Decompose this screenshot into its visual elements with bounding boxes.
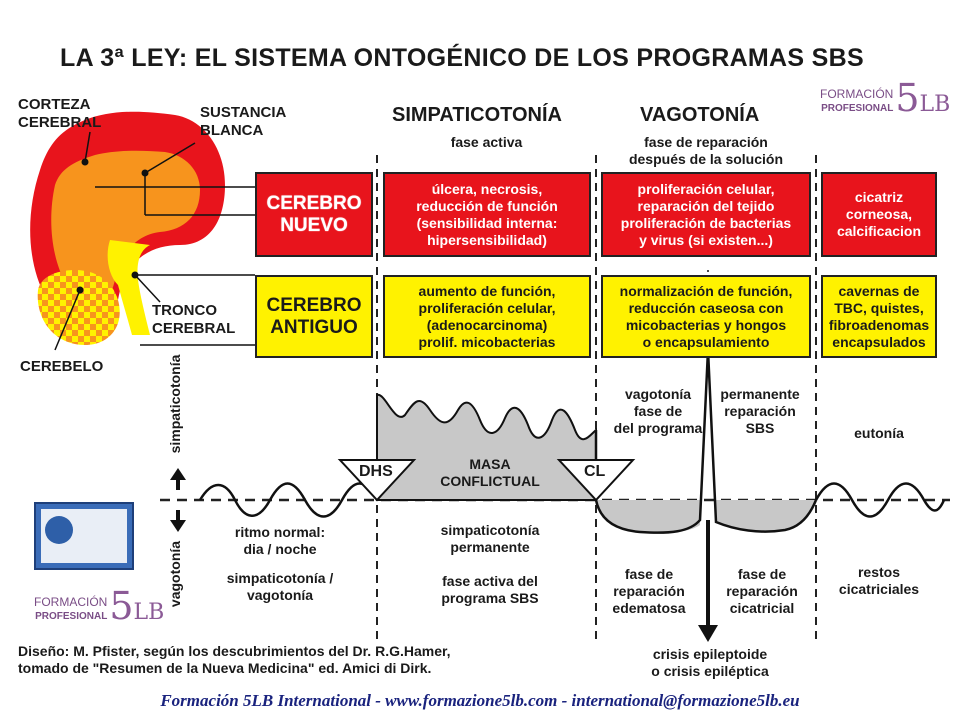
- crisis-epileptica: crisis epileptoide o crisis epiléptica: [620, 646, 800, 680]
- simp-permanente: simpaticotonía permanente: [400, 522, 580, 556]
- phase-simpaticotonia-sub: fase activa: [377, 134, 596, 151]
- fase-edematosa: fase de reparación edematosa: [598, 566, 700, 617]
- phase-vagotonia-title: VAGOTONÍA: [640, 104, 759, 127]
- simp-vago: simpaticotonía / vagotonía: [195, 570, 365, 604]
- cerebro-antiguo-label: CEREBRO ANTIGUO: [255, 275, 373, 358]
- antiguo-repair-box: normalización de función, reducción case…: [601, 275, 811, 358]
- masa-conflictual: MASA CONFLICTUAL: [420, 456, 560, 490]
- logo-line1: FORMACIÓN: [34, 595, 107, 609]
- label-sustancia-blanca: SUSTANCIA BLANCA: [200, 104, 286, 140]
- phase-vagotonia-sub: fase de reparación después de la solució…: [596, 134, 816, 168]
- nuevo-repair-box: proliferación celular, reparación del te…: [601, 172, 811, 257]
- certificate-image: [34, 502, 134, 570]
- restos-cicatriciales: restos cicatriciales: [820, 564, 938, 598]
- logo-line2: PROFESIONAL: [35, 611, 107, 622]
- axis-vagotonia: vagotonía: [166, 532, 184, 616]
- antiguo-active-box: aumento de función, proliferación celula…: [383, 275, 591, 358]
- logo-mark: 5LB: [109, 586, 164, 633]
- nuevo-active-box: úlcera, necrosis, reducción de función (…: [383, 172, 591, 257]
- marker-dhs: DHS: [359, 463, 393, 481]
- phase-simpaticotonia-title: SIMPATICOTONÍA: [392, 104, 562, 127]
- antiguo-end-box: cavernas de TBC, quistes, fibroadenomas …: [821, 275, 937, 358]
- vago-perm-left: vagotonía fase de del programa: [612, 386, 704, 437]
- label-tronco: TRONCO CEREBRAL: [152, 302, 235, 338]
- axis-simpaticotonia: simpaticotonía: [166, 344, 184, 464]
- fase-activa-sbs: fase activa del programa SBS: [400, 573, 580, 607]
- cerebro-nuevo-label: CEREBRO NUEVO: [255, 172, 373, 257]
- label-corteza: CORTEZA CEREBRAL: [18, 96, 101, 132]
- label-cerebelo: CEREBELO: [20, 358, 103, 376]
- nuevo-end-box: cicatriz corneosa, calcificacion: [821, 172, 937, 257]
- marker-cl: CL: [584, 463, 605, 481]
- eutonia: eutonía: [820, 425, 938, 442]
- footer-contact: Formación 5LB International - www.formaz…: [0, 691, 960, 711]
- design-credit: Diseño: M. Pfister, según los descubrimi…: [18, 643, 451, 677]
- vago-perm-right: permanente reparación SBS: [712, 386, 808, 437]
- ritmo-normal: ritmo normal: dia / noche: [200, 524, 360, 558]
- fase-cicatricial: fase de reparación cicatricial: [712, 566, 812, 617]
- logo-formacion-bottom: FORMACIÓN PROFESIONAL 5LB: [34, 586, 164, 633]
